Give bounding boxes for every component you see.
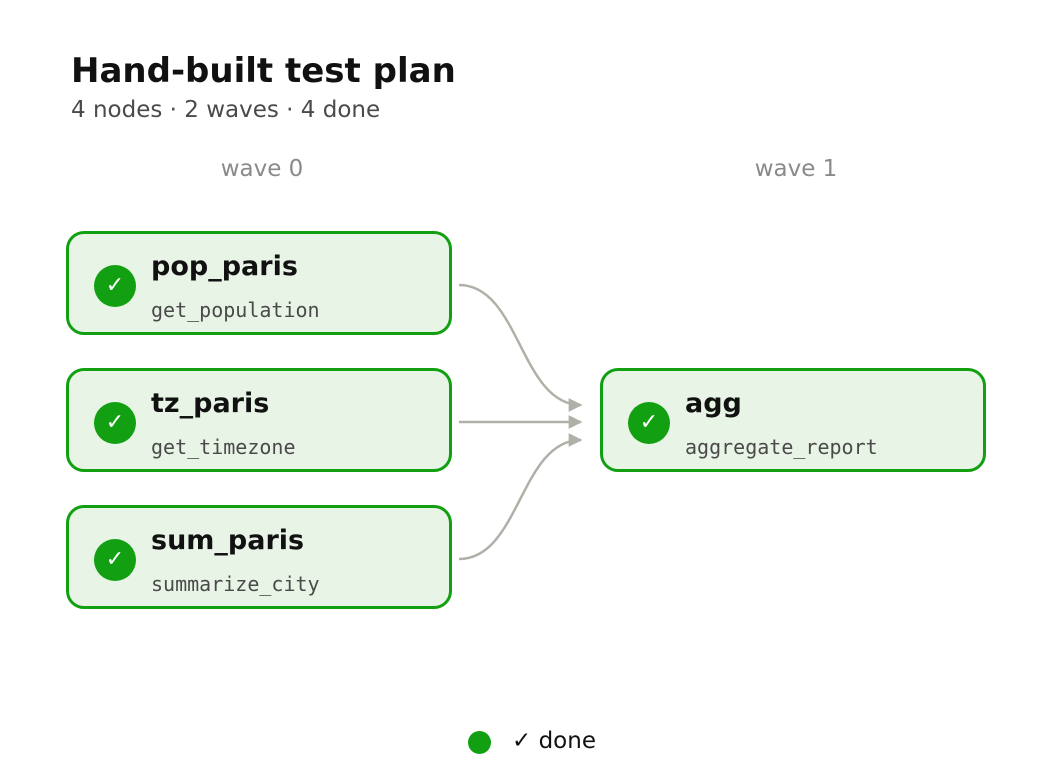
node-tool: get_population bbox=[151, 298, 320, 322]
node-name: tz_paris bbox=[151, 388, 270, 419]
node-pop-paris[interactable]: ✓ pop_paris get_population bbox=[66, 231, 452, 335]
edge-sum-paris-to-agg bbox=[458, 433, 583, 561]
node-tool: summarize_city bbox=[151, 572, 320, 596]
wave-0-label: wave 0 bbox=[220, 156, 304, 182]
edge-pop-paris-to-agg bbox=[458, 283, 583, 412]
check-icon: ✓ bbox=[628, 402, 670, 444]
node-name: pop_paris bbox=[151, 251, 298, 282]
check-icon: ✓ bbox=[94, 539, 136, 581]
node-name: agg bbox=[685, 388, 742, 419]
node-sum-paris[interactable]: ✓ sum_paris summarize_city bbox=[66, 505, 452, 609]
wave-1-label: wave 1 bbox=[754, 156, 838, 182]
legend-done-label: ✓ done bbox=[512, 728, 596, 754]
node-tool: aggregate_report bbox=[685, 435, 878, 459]
check-icon: ✓ bbox=[94, 265, 136, 307]
node-tool: get_timezone bbox=[151, 435, 296, 459]
node-name: sum_paris bbox=[151, 525, 305, 556]
check-icon: ✓ bbox=[94, 402, 136, 444]
diagram-subtitle: 4 nodes · 2 waves · 4 done bbox=[71, 97, 381, 123]
legend-done-swatch bbox=[468, 731, 491, 754]
diagram-title: Hand-built test plan bbox=[71, 51, 456, 91]
node-agg[interactable]: ✓ agg aggregate_report bbox=[600, 368, 986, 472]
node-tz-paris[interactable]: ✓ tz_paris get_timezone bbox=[66, 368, 452, 472]
